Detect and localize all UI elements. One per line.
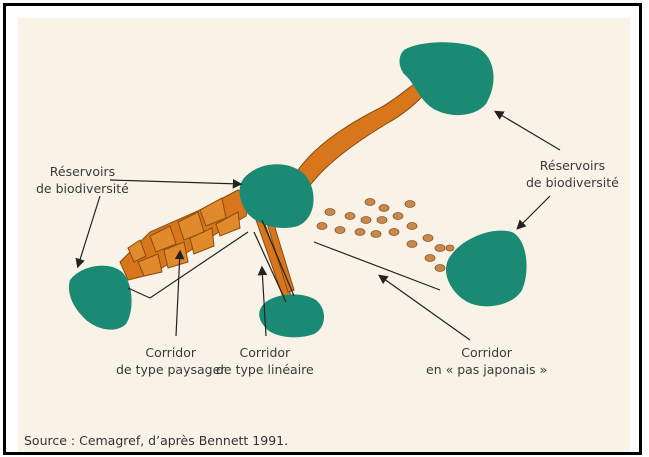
stepping-stones (316, 198, 455, 272)
reservoir-center (239, 164, 314, 228)
label-corridor-paysager-line1: Corridor (145, 345, 197, 360)
arrow-reservoir-right-top (493, 110, 561, 151)
arrow-corridor-lineaire (257, 265, 268, 337)
label-reservoirs-left: Réservoirs de biodiversité (36, 163, 129, 197)
label-reservoirs-left-line1: Réservoirs (49, 164, 116, 179)
label-corridor-pas-japonais: Corridor en « pas japonais » (426, 344, 547, 378)
label-reservoirs-left-line2: de biodiversité (36, 181, 129, 196)
reservoirs (68, 42, 527, 338)
reservoir-left (68, 265, 132, 330)
figure-panel (18, 18, 630, 455)
label-corridor-lineaire-line1: Corridor (239, 345, 291, 360)
arrow-pas-japonais (378, 274, 471, 341)
label-reservoirs-right-line1: Réservoirs (539, 158, 606, 173)
label-reservoirs-right-line2: de biodiversité (526, 175, 619, 190)
corridor-paysager-shape (119, 189, 251, 281)
label-corridor-pas-japonais-line2: en « pas japonais » (426, 362, 548, 377)
arrow-reservoir-left-left (75, 195, 101, 269)
source-caption: Source : Cemagref, d’après Bennett 1991. (24, 433, 289, 448)
arrows (75, 110, 561, 341)
reservoir-right (446, 230, 527, 307)
label-corridor-lineaire: Corridor de type linéaire (216, 344, 314, 378)
arrow-reservoir-right-right (516, 195, 551, 230)
reservoir-bottom-center (259, 294, 325, 338)
label-reservoirs-right: Réservoirs de biodiversité (526, 157, 619, 191)
label-corridor-paysager-line2: de type paysager (116, 362, 226, 377)
bracket-lines (127, 219, 441, 303)
arrow-corridor-paysager (174, 249, 185, 337)
figure-border (3, 3, 642, 455)
arrow-reservoir-left-center (109, 178, 243, 189)
label-corridor-pas-japonais-line1: Corridor (461, 345, 512, 360)
reservoir-top-right (399, 42, 494, 116)
label-corridor-paysager: Corridor de type paysager (116, 344, 225, 378)
label-corridor-lineaire-line2: de type linéaire (216, 362, 314, 377)
